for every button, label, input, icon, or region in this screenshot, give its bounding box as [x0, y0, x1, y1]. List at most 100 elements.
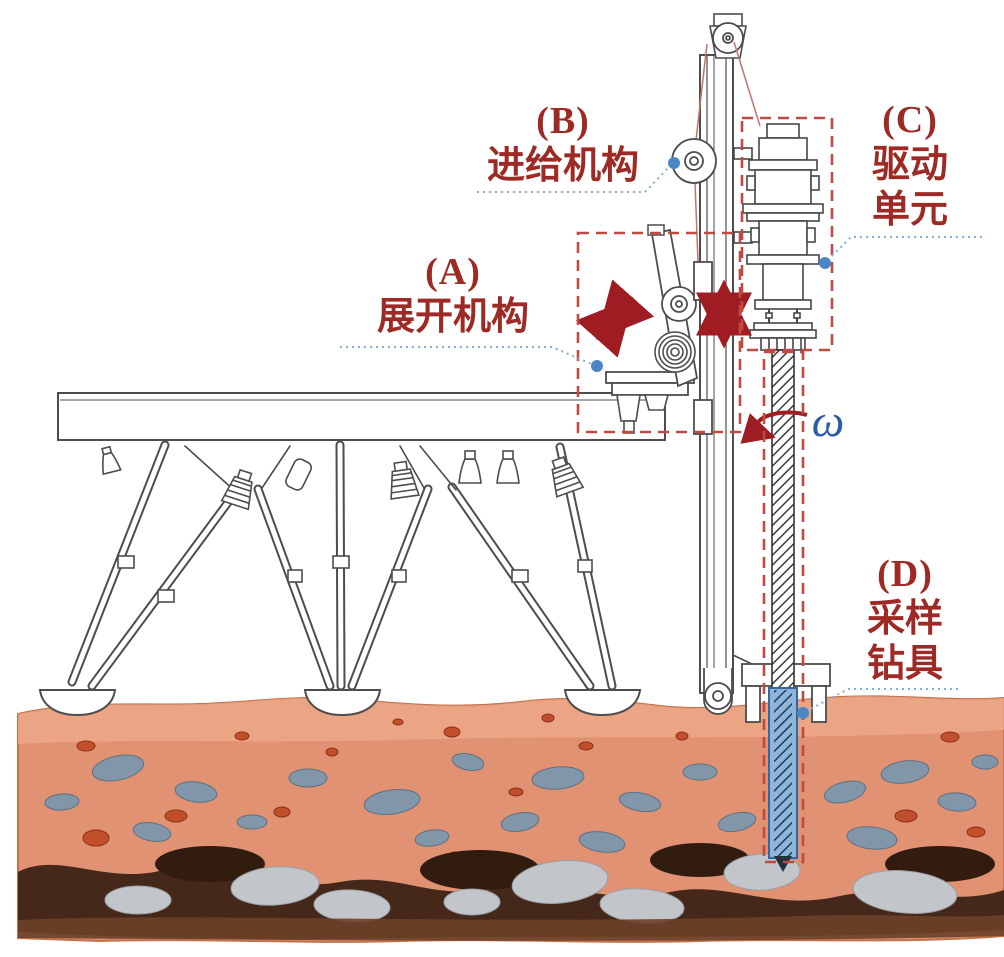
buried-rocks-blue [44, 752, 999, 853]
leader-A [340, 346, 595, 366]
thruster-ribbed-cone [220, 468, 253, 511]
top-pulley [712, 22, 744, 54]
rock [443, 726, 461, 738]
mast-carriage-upper [693, 261, 713, 301]
thruster-bell [101, 445, 122, 476]
arm-pulley [661, 286, 697, 322]
leader-lines [340, 164, 982, 713]
bracket-foot [643, 394, 670, 411]
drill-rod-lower-threads [774, 690, 792, 856]
rock [682, 763, 718, 781]
label-D-tag: (D) [877, 553, 933, 595]
label-D-text2: 钻具 [866, 643, 944, 685]
rock [937, 792, 977, 812]
rock [500, 812, 540, 832]
drill-chuck [760, 337, 806, 351]
cables [694, 41, 761, 263]
rock [940, 731, 960, 743]
thrusters [101, 445, 585, 511]
rock [531, 766, 585, 790]
rock [675, 731, 689, 741]
box-sampling-drill [762, 350, 805, 864]
label-D-text1: 采样 [866, 598, 944, 640]
drill-rod-upper [771, 349, 795, 689]
dot-C [819, 257, 831, 269]
feed-pulley [671, 138, 717, 184]
drill-tip [774, 856, 792, 872]
rock [578, 831, 626, 853]
mast-carriage-lower [693, 399, 713, 435]
foot-pad-right [563, 689, 642, 717]
arm-hinge [647, 224, 665, 236]
rock [618, 791, 662, 813]
label-A-text: 展开机构 [376, 296, 530, 338]
lander-deck [57, 392, 666, 441]
rock [104, 885, 172, 915]
thruster-ribbed-cone [551, 456, 585, 498]
rock [82, 829, 110, 847]
drive-unit [733, 123, 824, 351]
rock [451, 752, 485, 772]
thruster-cylinder [285, 458, 313, 491]
thruster-ribbed-cone [390, 460, 420, 500]
rock [971, 754, 999, 770]
label-A: (A) 展开机构 [377, 250, 529, 340]
leader-C [826, 236, 982, 262]
foot-pad-center [303, 689, 382, 717]
rock [230, 866, 320, 906]
lander-legs [67, 440, 617, 691]
leader-B [477, 164, 672, 193]
label-B: (B) 进给机构 [487, 99, 639, 189]
rock [541, 713, 555, 723]
omega-symbol: ω [811, 395, 845, 446]
buried-boulders-gray [104, 853, 958, 924]
label-C-text2: 单元 [871, 189, 949, 231]
rock [363, 788, 421, 816]
box-drive-unit [740, 116, 834, 352]
rock [273, 806, 291, 818]
annotation-boxes [576, 116, 834, 864]
label-B-text: 进给机构 [486, 145, 640, 187]
rock [91, 754, 145, 782]
rock [578, 741, 594, 751]
dot-B [668, 157, 680, 169]
box-deployment-mechanism [576, 231, 742, 434]
rock [894, 809, 918, 823]
thruster-bell [496, 450, 520, 484]
rock [164, 809, 188, 823]
rock [132, 822, 172, 842]
label-C-text1: 驱动 [871, 144, 949, 186]
label-D: (D) 采样 钻具 [867, 552, 943, 687]
rock [420, 850, 540, 890]
rock [966, 826, 986, 838]
label-C: (C) 驱动 单元 [872, 98, 948, 233]
rock [236, 814, 268, 830]
rock [852, 870, 958, 914]
sampling-drill [768, 349, 798, 872]
rock [76, 740, 96, 752]
rock [880, 760, 930, 784]
rock [392, 718, 404, 726]
label-C-tag: (C) [882, 99, 938, 141]
bracket-plate [611, 382, 689, 396]
bottom-pulley [703, 668, 733, 715]
terrain-bottom-band [18, 915, 1004, 941]
label-B-tag: (B) [536, 100, 590, 142]
leader-D [804, 688, 958, 713]
leader-dots [591, 157, 831, 719]
terrain-cross-section [17, 695, 1004, 943]
rock [717, 811, 757, 833]
feed-mast [671, 13, 761, 715]
foot-pad-left [38, 689, 117, 717]
rock [508, 787, 524, 797]
dot-D [797, 707, 809, 719]
rock [511, 860, 609, 904]
rock [44, 793, 80, 811]
foot-pads [38, 689, 642, 717]
rock [155, 846, 265, 882]
rock [823, 780, 867, 804]
thruster-bell [458, 450, 482, 484]
rock [234, 731, 250, 741]
